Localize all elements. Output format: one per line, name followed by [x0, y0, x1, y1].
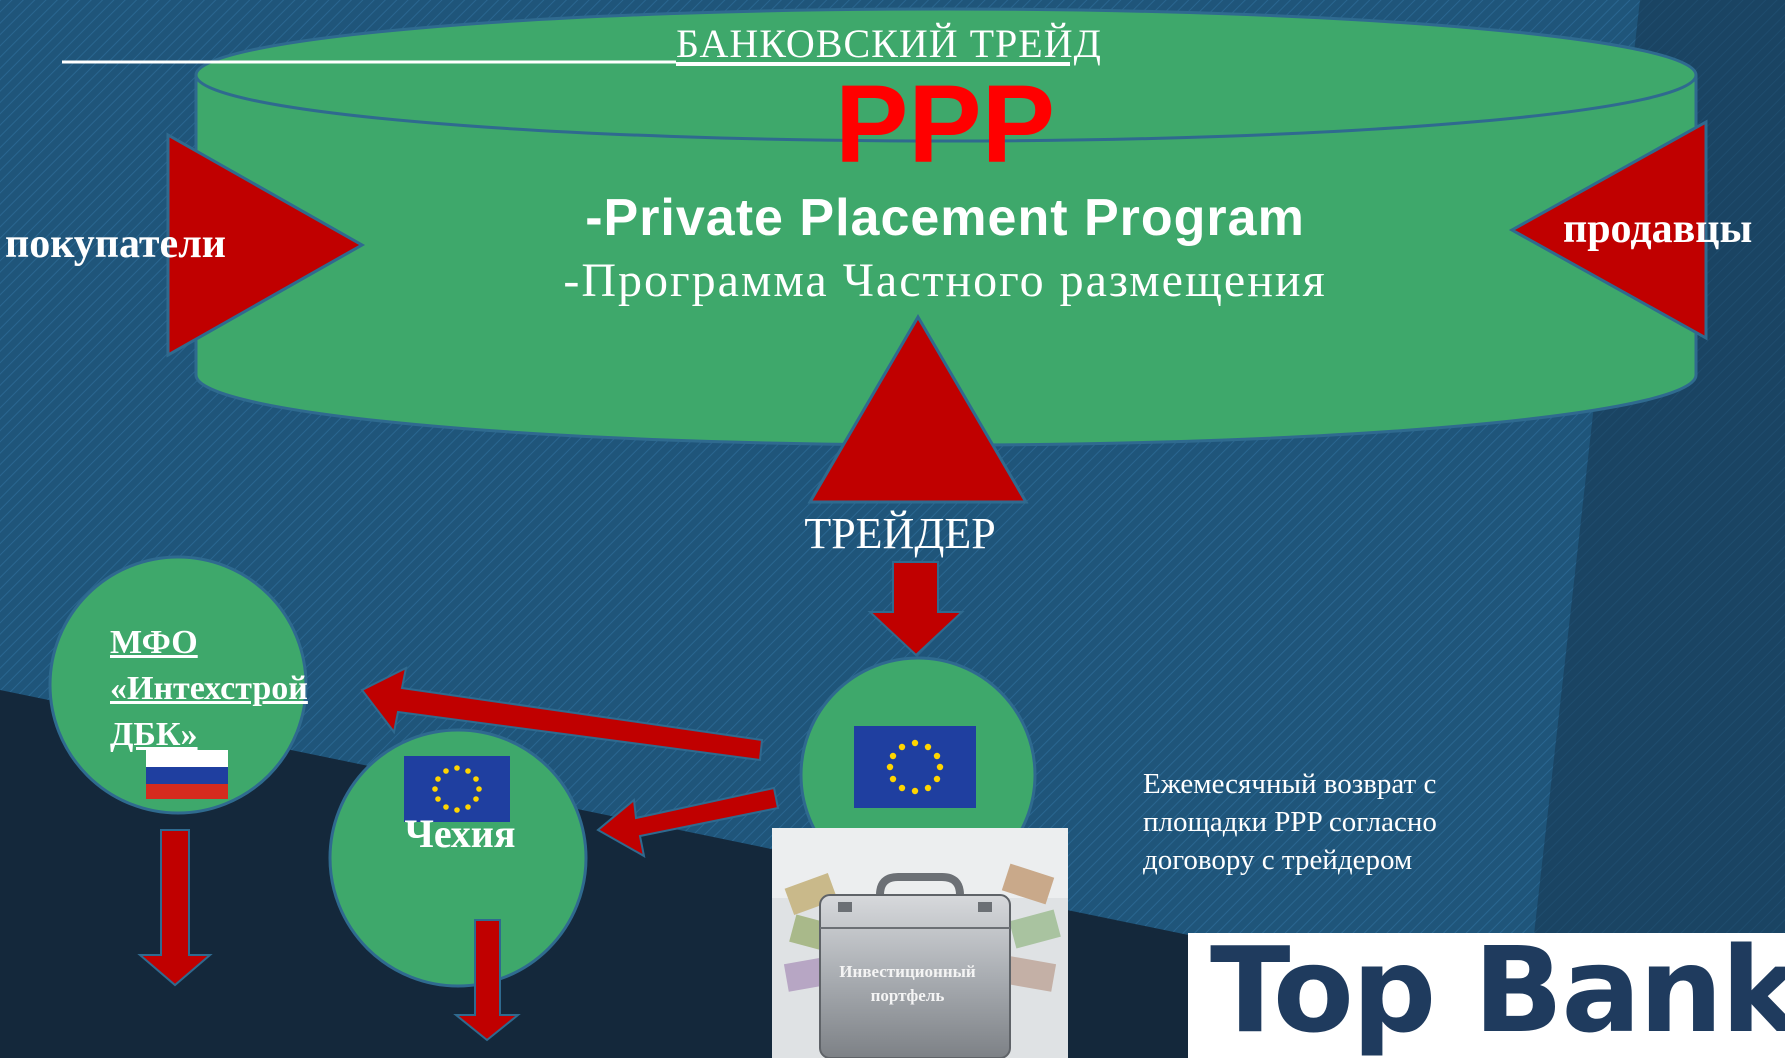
program-english: -Private Placement Program — [585, 189, 1305, 247]
eu-flag-icon — [854, 726, 976, 808]
russia-flag-icon — [146, 750, 228, 799]
arrow-to-czech — [596, 786, 780, 858]
program-russian: -Программа Частного размещения — [563, 254, 1327, 307]
mfo-circle — [48, 555, 308, 815]
sellers-label: продавцы — [1563, 206, 1753, 252]
ppp-title: PPP — [834, 63, 1056, 186]
investment-portfolio-image — [772, 828, 1068, 1058]
portfolio-label: Инвестиционный портфель — [839, 962, 976, 1005]
top-banks-logo: Top Banks — [1210, 921, 1785, 1059]
mfo-label: МФО «Интехстрой ДБК» — [110, 624, 308, 753]
monthly-return-note: Ежемесячный возврат с площадки PPP согла… — [1143, 768, 1437, 876]
trader-label: ТРЕЙДЕР — [804, 509, 996, 558]
sellers-arrow — [1508, 119, 1708, 341]
logo-background — [1188, 933, 1785, 1058]
buyers-arrow — [166, 132, 366, 358]
mfo-down-arrow — [137, 829, 213, 987]
czech-circle — [328, 728, 588, 988]
czech-down-arrow — [453, 919, 521, 1042]
trader-arrow — [807, 314, 1029, 504]
czech-label: Чехия — [404, 811, 516, 856]
bank-trade-title: БАНКОВСКИЙ ТРЕЙД — [676, 21, 1102, 66]
bank-trade-cylinder — [194, 7, 1698, 447]
trader-down-arrow — [867, 561, 965, 657]
buyers-label: покупатели — [5, 221, 226, 267]
czech-eu-flag-icon — [404, 756, 510, 822]
dark-wedge-right — [1520, 0, 1785, 1058]
arrow-to-mfo — [360, 666, 764, 762]
